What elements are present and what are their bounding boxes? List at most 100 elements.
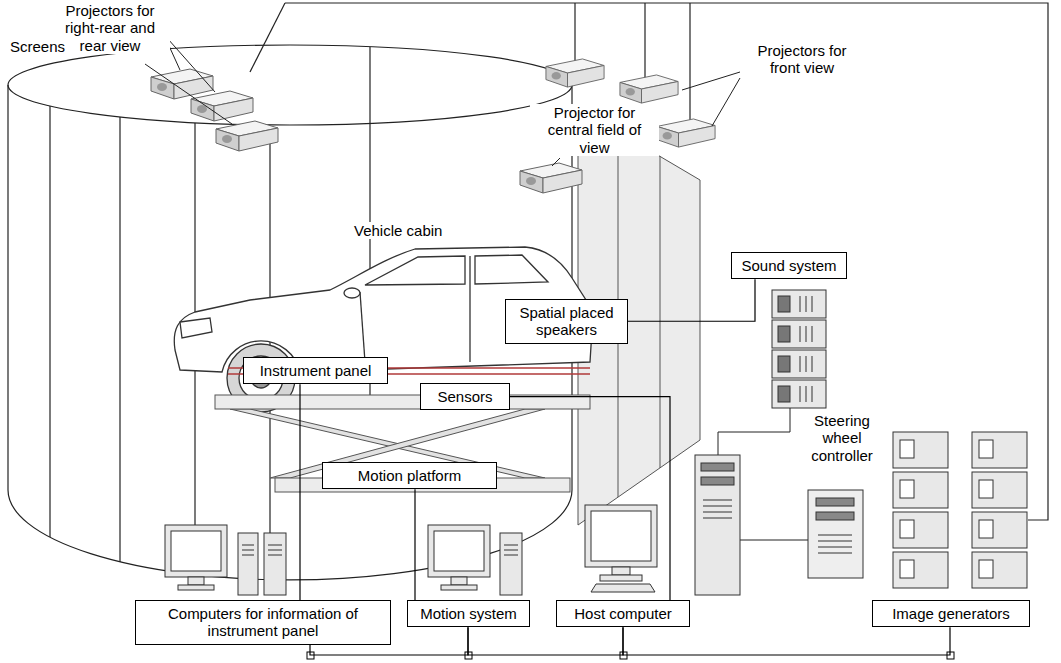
vehicle-cabin (344, 288, 360, 298)
box-label: Sensors (437, 388, 492, 405)
projector-cable (250, 3, 285, 72)
image-generator-rack (893, 472, 948, 508)
box-label: Host computer (574, 605, 672, 622)
image-generator-rack (972, 472, 1027, 508)
sound-rack (800, 296, 812, 402)
computer (600, 575, 642, 581)
sound-rack (778, 386, 790, 402)
cylinder-screen (8, 45, 572, 125)
computer-box: Host computer (556, 600, 690, 627)
sound-rack (772, 350, 826, 378)
computer (441, 585, 477, 590)
projector-cable (689, 3, 690, 120)
projector (520, 163, 582, 193)
computer (242, 545, 282, 555)
computer-box: Image generators (872, 600, 1030, 627)
device-box: Instrument panel (243, 357, 388, 384)
computer-box: Motion system (407, 600, 530, 627)
device-box: Motion platform (322, 462, 497, 489)
computer (165, 525, 227, 577)
sound-rack (778, 356, 790, 372)
vehicle-cabin (365, 256, 465, 285)
box-label: Image generators (892, 605, 1010, 622)
wire (740, 540, 808, 541)
computer (178, 585, 214, 590)
cylinder-screen (49, 106, 50, 537)
annotation-label: Projector for central field of view (530, 104, 659, 156)
projector-cable (644, 3, 645, 78)
image-generator-rack (900, 560, 914, 578)
computer (591, 584, 655, 592)
leader-line (552, 158, 560, 166)
annotation-label: Projectors for right-rear and rear view (50, 2, 170, 54)
image-generator-rack (900, 480, 914, 498)
sound-rack (778, 326, 790, 342)
cylinder-screen (119, 117, 120, 562)
computer (701, 477, 734, 485)
controller-tower (818, 535, 852, 553)
computer (504, 545, 518, 555)
vehicle-cabin (475, 255, 548, 284)
box-label: Motion platform (358, 467, 461, 484)
connector-line (623, 627, 950, 655)
computer (695, 455, 740, 595)
annotation-label: Projectors for front view (745, 42, 859, 77)
leader-line (145, 64, 232, 124)
image-generator-rack (893, 432, 948, 468)
computer (264, 533, 286, 595)
image-generator-rack (979, 480, 993, 498)
projector (151, 69, 213, 99)
front-screen (660, 156, 661, 468)
connector-line (468, 627, 623, 655)
leader-line (712, 78, 740, 126)
image-generator-rack (900, 440, 993, 578)
leader-line (145, 26, 740, 166)
connector-line (510, 397, 670, 600)
image-generator-rack (972, 552, 1027, 588)
device-box: Sound system (731, 252, 847, 279)
projector (151, 59, 715, 193)
box-label: Instrument panel (260, 362, 372, 379)
computer (703, 500, 732, 518)
computer (701, 463, 734, 471)
computer (238, 533, 258, 595)
wire (718, 408, 790, 455)
computer (585, 455, 740, 595)
vehicle-cabin (180, 318, 212, 338)
cylinder-screen (8, 490, 572, 580)
computer (500, 533, 522, 595)
cylinder-screen (7, 85, 8, 490)
image-generator-rack (893, 432, 1027, 588)
box-label: Computers for information of instrument … (168, 605, 358, 639)
connector-line (414, 489, 415, 600)
box-label: Sound system (741, 257, 836, 274)
computer (428, 525, 490, 577)
projector-cable (574, 3, 575, 62)
image-generator-rack (972, 432, 1027, 468)
leader-line (682, 72, 740, 90)
image-generator-rack (972, 512, 1027, 548)
sound-rack (772, 320, 826, 348)
device-box: Spatial placed speakers (505, 299, 628, 344)
projector (620, 75, 678, 103)
computer (612, 567, 630, 575)
controller-tower (816, 512, 854, 520)
computer (585, 505, 657, 567)
image-generator-rack (900, 440, 914, 458)
box-label: Spatial placed speakers (519, 304, 613, 338)
projector (657, 119, 715, 147)
annotation-label: Vehicle cabin (352, 222, 444, 239)
computer (428, 525, 522, 595)
image-generator-rack (893, 552, 948, 588)
projector (546, 59, 604, 87)
annotation-label: Steering wheel controller (795, 412, 889, 464)
computer (434, 531, 484, 571)
computer (188, 577, 204, 585)
vehicle-cabin (360, 292, 365, 362)
image-generator-rack (979, 560, 993, 578)
image-generator-rack (979, 520, 993, 538)
computer (165, 525, 286, 595)
computer (591, 511, 651, 561)
vehicle-cabin (469, 256, 470, 362)
